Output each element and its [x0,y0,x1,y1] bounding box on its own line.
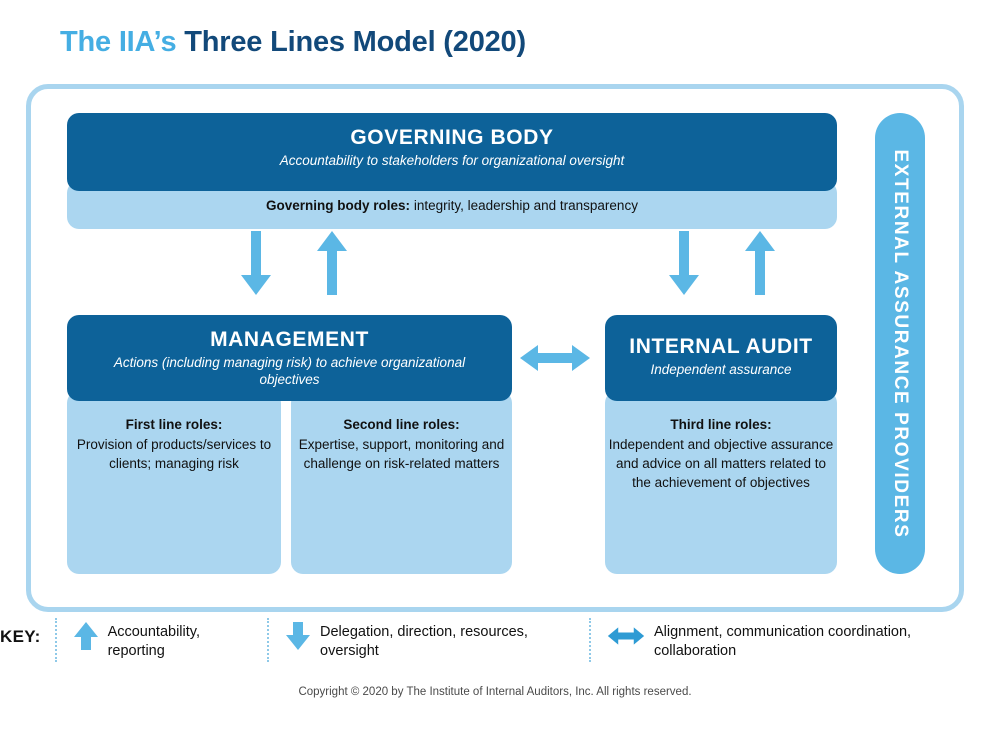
management-title: MANAGEMENT [210,328,369,351]
governing-body-roles-text: integrity, leadership and transparency [410,198,638,213]
key-item-accountability-text: Accountability, reporting [107,624,200,660]
third-line-roles-text: Independent and objective assurance and … [608,437,834,491]
copyright-notice: Copyright © 2020 by The Institute of Int… [298,686,692,698]
third-line-roles-panel: Third line roles: Independent and object… [605,391,837,574]
arrow-left-right-icon [520,345,590,371]
external-assurance-providers-bar: EXTERNAL ASSURANCE PROVIDERS [875,113,925,574]
first-line-roles-panel: First line roles: Provision of products/… [67,391,281,574]
page-title-dark: Three Lines Model (2020) [184,26,526,58]
key-item-accountability: Accountability, reporting [54,618,249,662]
management-governance-arrows [67,229,512,305]
key-item-alignment: Alignment, communication coordination, c… [588,618,972,662]
governing-body-title: GOVERNING BODY [350,126,554,149]
first-line-roles-text: Provision of products/services to client… [76,437,272,472]
key-item-delegation-text: Delegation, direction, resources, oversi… [320,624,528,660]
arrow-up-icon [317,231,347,295]
three-lines-model-frame: GOVERNING BODY Accountability to stakeho… [26,84,964,612]
arrow-down-icon [669,231,699,295]
governing-body-subtitle: Accountability to stakeholders for organ… [279,153,625,169]
page-title: The IIA’s Three Lines Model (2020) [60,26,526,59]
key-label: KEY: [0,627,41,646]
internal-audit-governance-arrows [605,229,837,305]
key-item-alignment-text: Alignment, communication coordination, c… [653,624,912,660]
second-line-roles-text: Expertise, support, monitoring and chall… [298,437,505,472]
second-line-roles-label: Second line roles: [343,417,460,432]
governing-body-group: GOVERNING BODY Accountability to stakeho… [67,113,837,229]
arrow-left-right-icon [607,627,645,645]
page-title-light: The IIA’s [60,26,177,58]
third-line-roles-label: Third line roles: [670,417,772,432]
key-legend: KEY: Accountability, reporting Delegatio… [0,618,990,674]
external-assurance-providers-label: EXTERNAL ASSURANCE PROVIDERS [890,149,911,538]
governing-body-box: GOVERNING BODY Accountability to stakeho… [67,113,837,191]
key-item-delegation: Delegation, direction, resources, oversi… [267,618,571,662]
first-line-roles-label: First line roles: [125,417,223,432]
arrow-up-icon [73,622,98,650]
arrow-up-icon [745,231,775,295]
internal-audit-title: INTERNAL AUDIT [629,335,813,358]
arrow-down-icon [241,231,271,295]
management-subtitle: Actions (including managing risk) to ach… [113,355,466,388]
governing-body-roles-label: Governing body roles: [266,198,411,213]
internal-audit-subtitle: Independent assurance [650,362,792,378]
arrow-down-icon [286,622,310,650]
internal-audit-box: INTERNAL AUDIT Independent assurance [605,315,837,401]
second-line-roles-panel: Second line roles: Expertise, support, m… [291,391,512,574]
management-box: MANAGEMENT Actions (including managing r… [67,315,512,401]
